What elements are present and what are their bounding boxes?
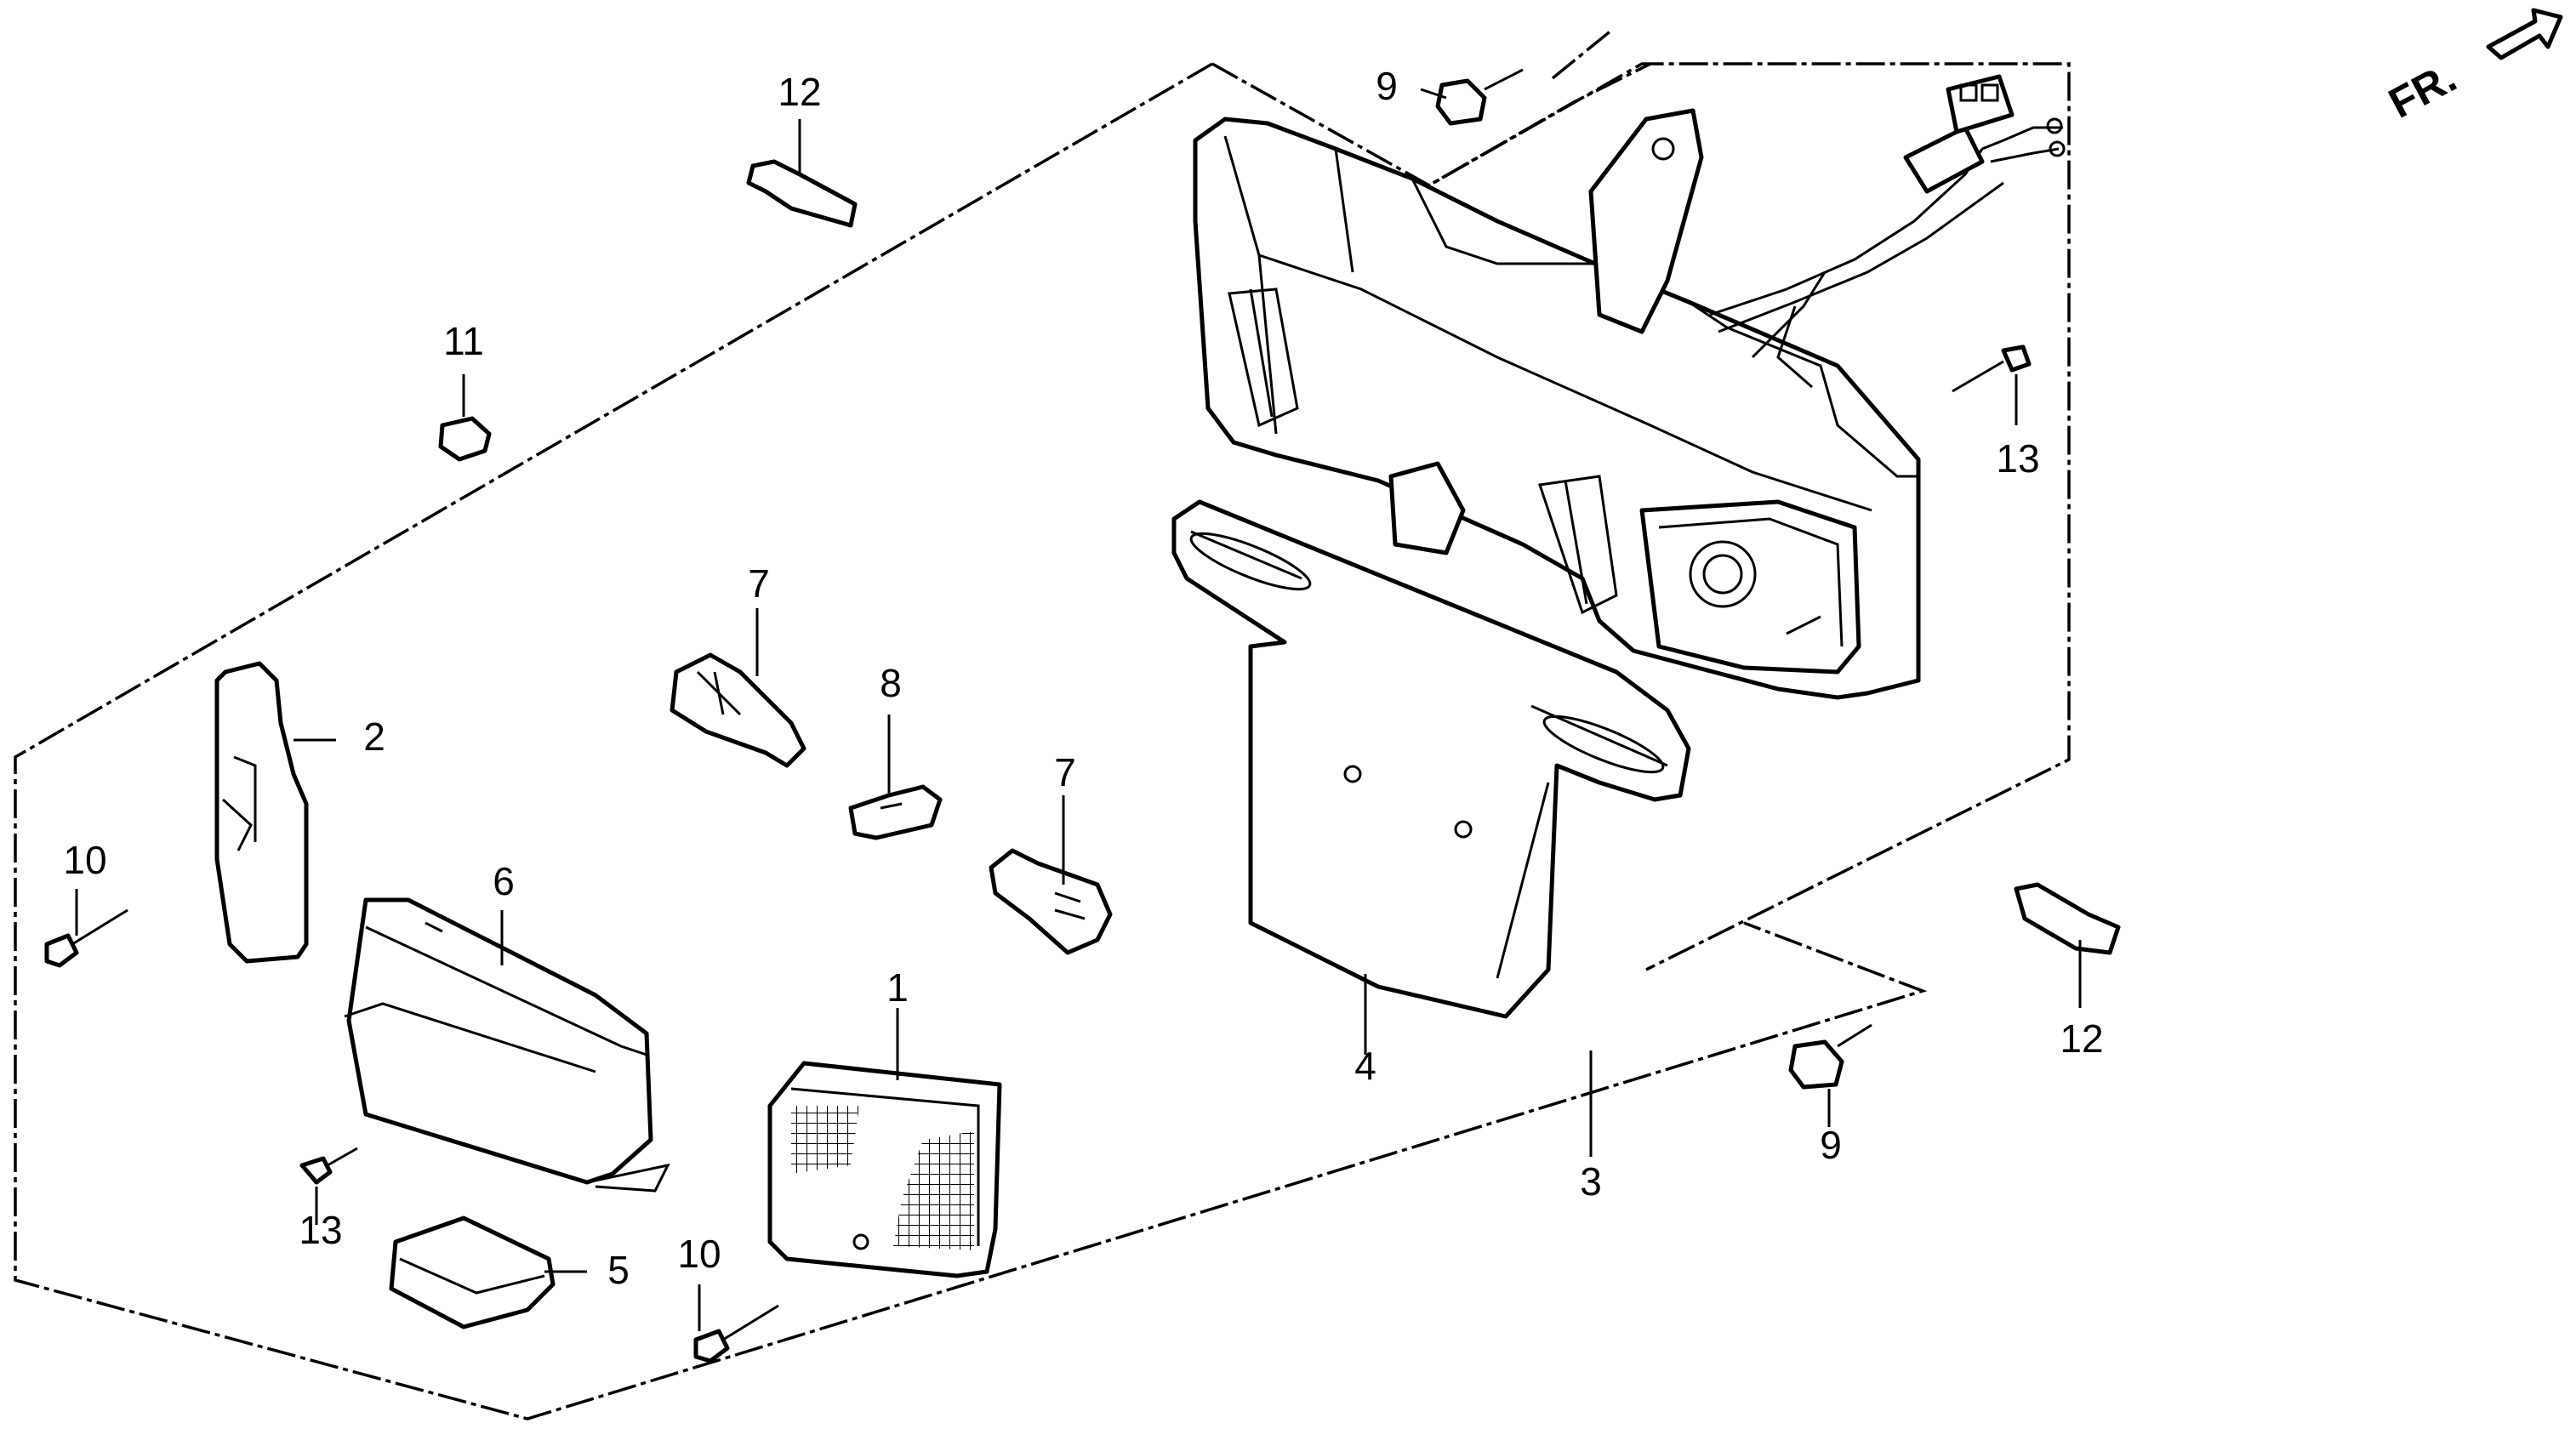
callout-13-left: 13 bbox=[299, 1208, 342, 1252]
callout-3: 3 bbox=[1580, 1159, 1602, 1204]
clip-12-bottom bbox=[2014, 882, 2121, 955]
callout-10-left: 10 bbox=[63, 838, 106, 882]
bulb-upper bbox=[670, 652, 806, 768]
callout-13-right: 13 bbox=[1996, 436, 2039, 481]
rear-lens bbox=[767, 1061, 1002, 1278]
lens-cover bbox=[344, 897, 670, 1193]
license-lens bbox=[389, 1215, 556, 1329]
assembly-boundary bbox=[14, 28, 2071, 1420]
callout-4: 4 bbox=[1354, 1044, 1376, 1088]
screw-10-bottom bbox=[693, 1304, 779, 1363]
side-reflector bbox=[214, 661, 309, 964]
callouts: 1 2 3 4 5 6 7 7 8 9 9 10 10 11 12 12 13 … bbox=[63, 64, 2103, 1292]
callout-1: 1 bbox=[886, 965, 909, 1010]
callout-10-bottom: 10 bbox=[677, 1232, 721, 1276]
screw-10-left bbox=[44, 908, 128, 968]
screw-13-left bbox=[299, 1147, 358, 1185]
fastener-9-top bbox=[1435, 68, 1524, 126]
callout-12-bottom: 12 bbox=[2060, 1016, 2103, 1061]
callout-9-top: 9 bbox=[1376, 64, 1398, 108]
screw-13-right bbox=[1952, 344, 2032, 393]
fastener-9-bottom bbox=[1788, 1023, 1872, 1090]
clip-12-top bbox=[746, 159, 858, 228]
callout-6: 6 bbox=[493, 859, 515, 903]
callout-5: 5 bbox=[607, 1248, 630, 1292]
callout-11: 11 bbox=[443, 319, 484, 363]
callout-7-upper: 7 bbox=[748, 561, 770, 606]
leader-lines bbox=[75, 88, 2082, 1331]
tail-light-housing bbox=[1171, 74, 2066, 1019]
callout-12-top: 12 bbox=[778, 70, 821, 114]
front-arrow-icon bbox=[2486, 8, 2563, 60]
callout-8: 8 bbox=[880, 661, 902, 705]
grommet-11 bbox=[438, 416, 492, 462]
callout-2: 2 bbox=[363, 714, 385, 759]
callout-9-bottom: 9 bbox=[1820, 1123, 1842, 1167]
callout-7-lower: 7 bbox=[1054, 750, 1076, 794]
wedge-bulb bbox=[848, 784, 943, 840]
front-direction-indicator: FR. bbox=[2381, 8, 2563, 128]
bulb-lower bbox=[989, 848, 1113, 955]
front-direction-label: FR. bbox=[2381, 53, 2464, 127]
